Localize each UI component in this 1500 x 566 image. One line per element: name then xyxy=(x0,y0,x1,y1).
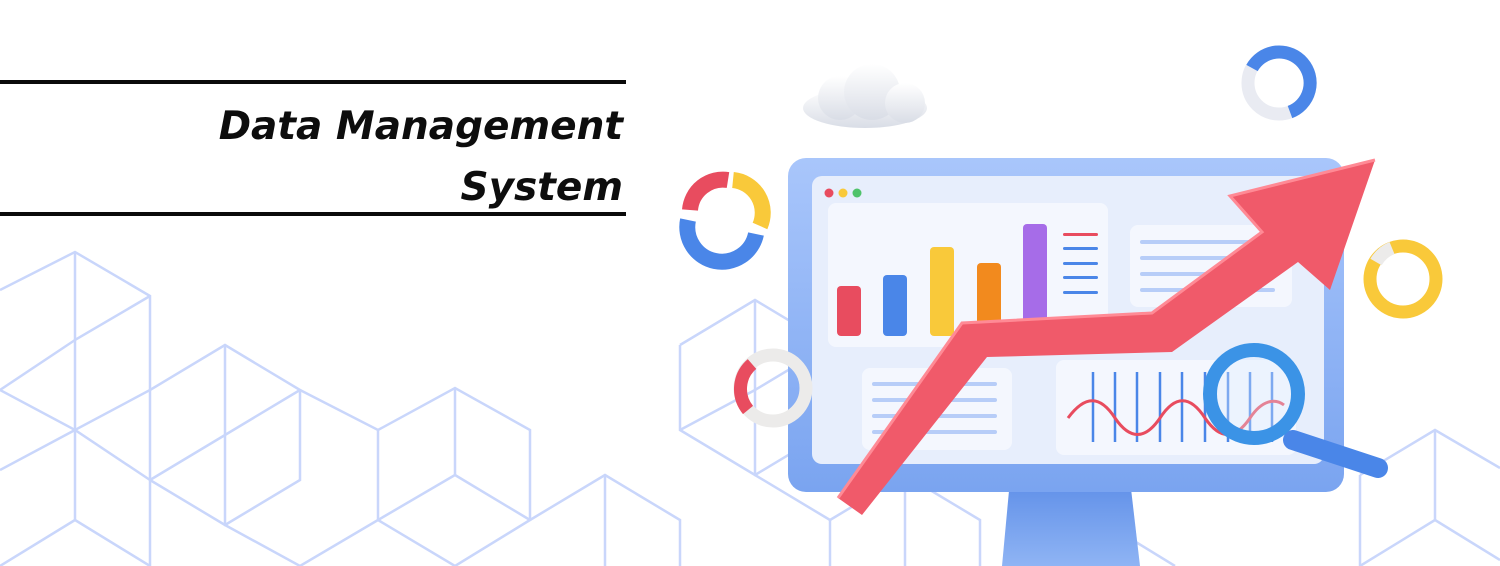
monitor-stand xyxy=(1002,480,1140,566)
donut-chart-icon xyxy=(733,348,813,428)
title-line-1: Data Management xyxy=(218,104,623,149)
magnifier-icon xyxy=(1203,343,1388,478)
cloud-icon xyxy=(803,64,927,128)
donut-chart-icon xyxy=(1363,239,1443,319)
trend-arrow-icon xyxy=(836,158,1376,515)
donut-chart-icon xyxy=(1241,45,1317,121)
donut-chart-icon xyxy=(679,171,771,270)
title-line-2: System xyxy=(460,165,623,210)
page-title: Data Management System xyxy=(219,96,623,218)
top-rule xyxy=(0,80,626,84)
bar-chart-icon xyxy=(828,203,1108,347)
bottom-rule xyxy=(0,212,626,216)
